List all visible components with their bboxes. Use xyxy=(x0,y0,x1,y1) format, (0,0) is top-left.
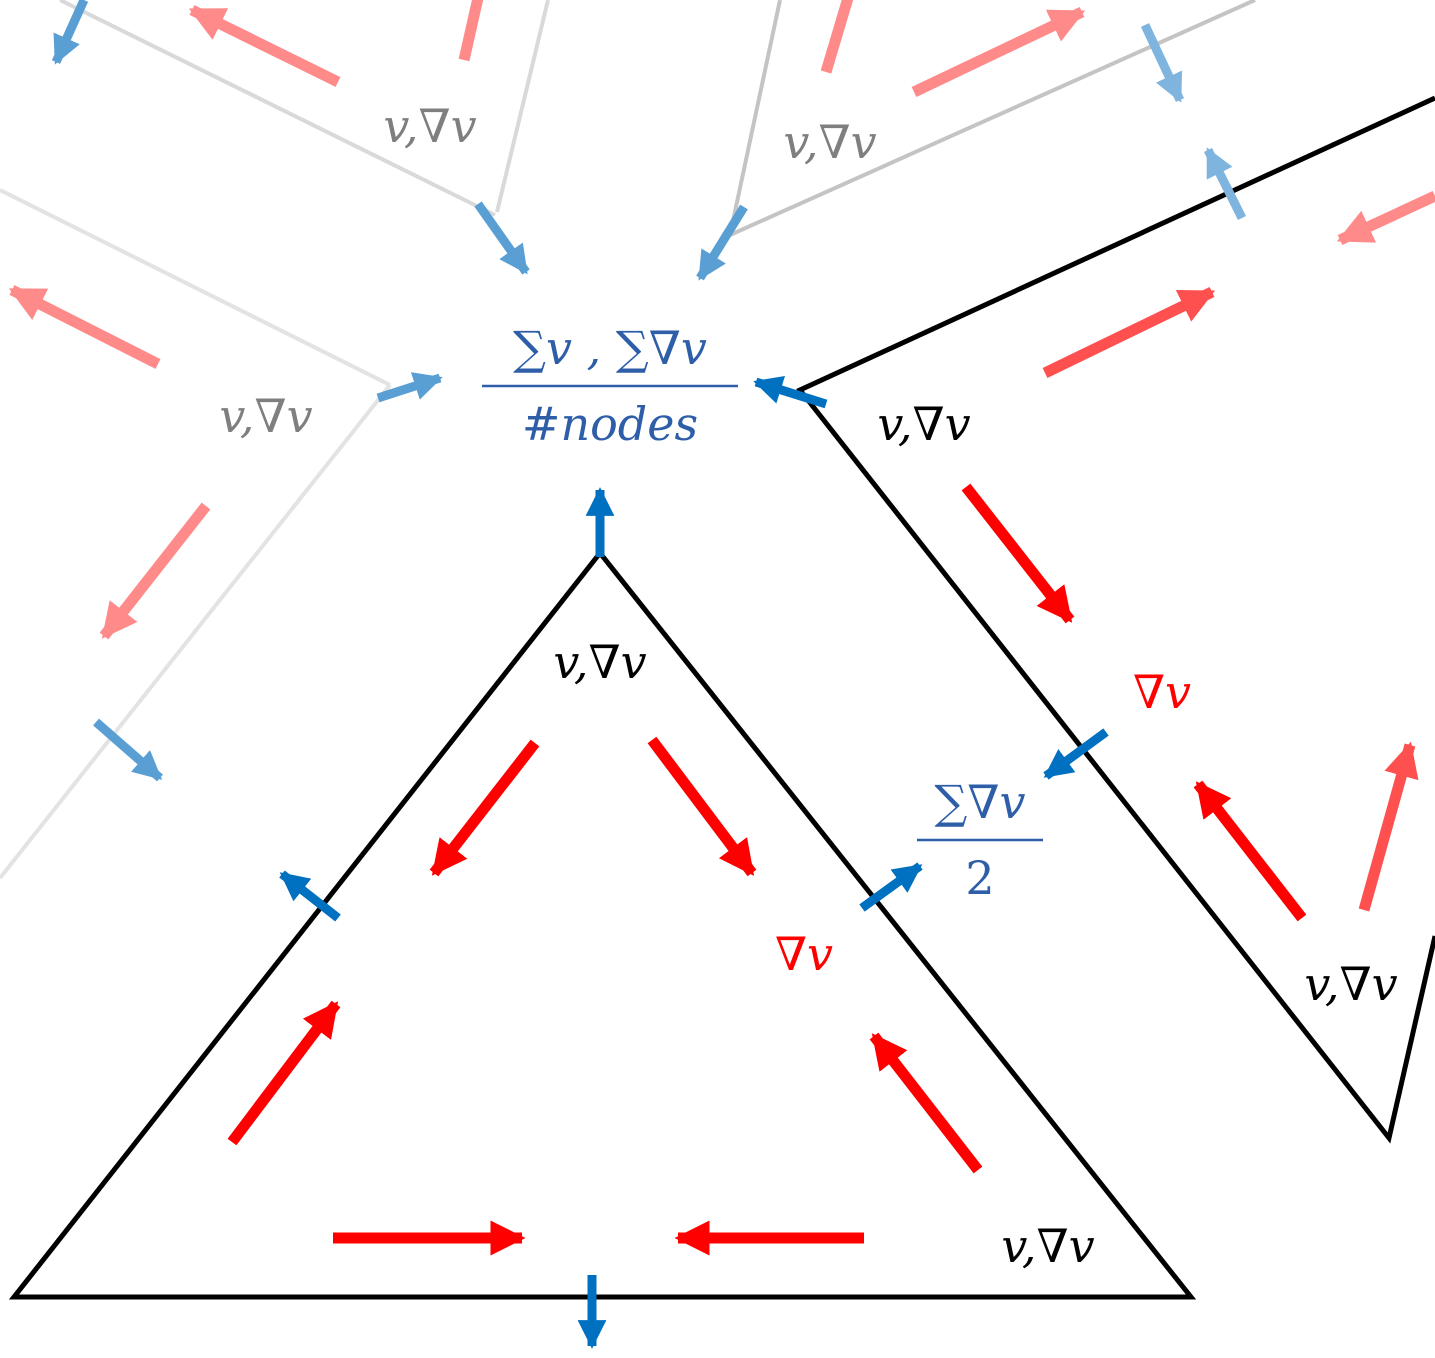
red-arrow-faded xyxy=(458,0,484,62)
aggregation-formulas: ∑v , ∑∇v #nodes ∑∇v 2 xyxy=(513,321,1025,905)
background-edges xyxy=(0,0,1256,880)
node-label-grey: v,∇v xyxy=(383,99,476,153)
fraction-bars xyxy=(482,384,1043,842)
blue-arrow-light xyxy=(1203,147,1247,221)
red-arrows xyxy=(8,0,1435,1256)
red-arrow xyxy=(227,1000,341,1146)
blue-arrows xyxy=(51,0,1247,1349)
red-arrow xyxy=(429,739,540,877)
bg-edge xyxy=(0,383,392,880)
red-arrow-mid xyxy=(1358,741,1419,912)
bg-edge xyxy=(729,0,1256,237)
right-element-outline xyxy=(796,95,1435,1144)
red-arrow-faded xyxy=(8,285,161,369)
red-arrow-mid xyxy=(1042,287,1216,378)
blue-arrow-light xyxy=(1140,23,1185,103)
red-arrow-faded xyxy=(99,502,211,640)
mesh-edges xyxy=(8,95,1435,1300)
blue-arrow-right-edge xyxy=(859,862,923,912)
blue-arrow-faded xyxy=(474,201,530,275)
blue-arrow-node-right xyxy=(753,376,828,409)
bg-edge xyxy=(728,0,782,236)
node-label-far-right: v,∇v xyxy=(1304,957,1397,1011)
blue-arrow-faded xyxy=(93,718,163,782)
blue-arrow-left-edge xyxy=(279,870,341,922)
node-label-grey: v,∇v xyxy=(783,115,876,169)
grad-label-right: ∇v xyxy=(1133,665,1191,719)
node-label-right-element: v,∇v xyxy=(877,397,970,451)
gradient-labels: ∇v ∇v xyxy=(775,665,1191,981)
red-arrow-faded xyxy=(911,7,1086,97)
edge-numerator: ∑∇v xyxy=(935,775,1026,829)
red-arrow xyxy=(961,483,1075,624)
blue-arrow-faded xyxy=(51,0,89,65)
bg-edge xyxy=(59,0,496,217)
red-arrow-faded xyxy=(188,5,341,87)
center-denominator: #nodes xyxy=(522,397,698,451)
blue-arrow-diag-edge xyxy=(1043,728,1109,780)
red-arrow-faded xyxy=(820,0,854,74)
node-labels: v,∇v v,∇v v,∇v v,∇v v,∇v v,∇v v,∇v xyxy=(219,99,1397,1273)
red-arrow xyxy=(647,736,757,877)
node-label-bottom-right: v,∇v xyxy=(1001,1219,1094,1273)
red-arrow xyxy=(1193,780,1307,922)
blue-arrow-faded xyxy=(696,204,748,281)
center-numerator: ∑v , ∑∇v xyxy=(513,321,707,375)
node-label-top: v,∇v xyxy=(553,635,646,689)
bg-edge xyxy=(495,0,550,213)
blue-arrow-faded xyxy=(376,372,443,403)
node-label-grey: v,∇v xyxy=(219,389,312,443)
grad-label-inner: ∇v xyxy=(775,927,833,981)
edge-denominator: 2 xyxy=(965,851,994,905)
bg-edge xyxy=(0,188,391,387)
red-arrow xyxy=(869,1032,983,1174)
center-triangle xyxy=(8,548,1197,1300)
red-arrow-faded xyxy=(1336,191,1435,245)
